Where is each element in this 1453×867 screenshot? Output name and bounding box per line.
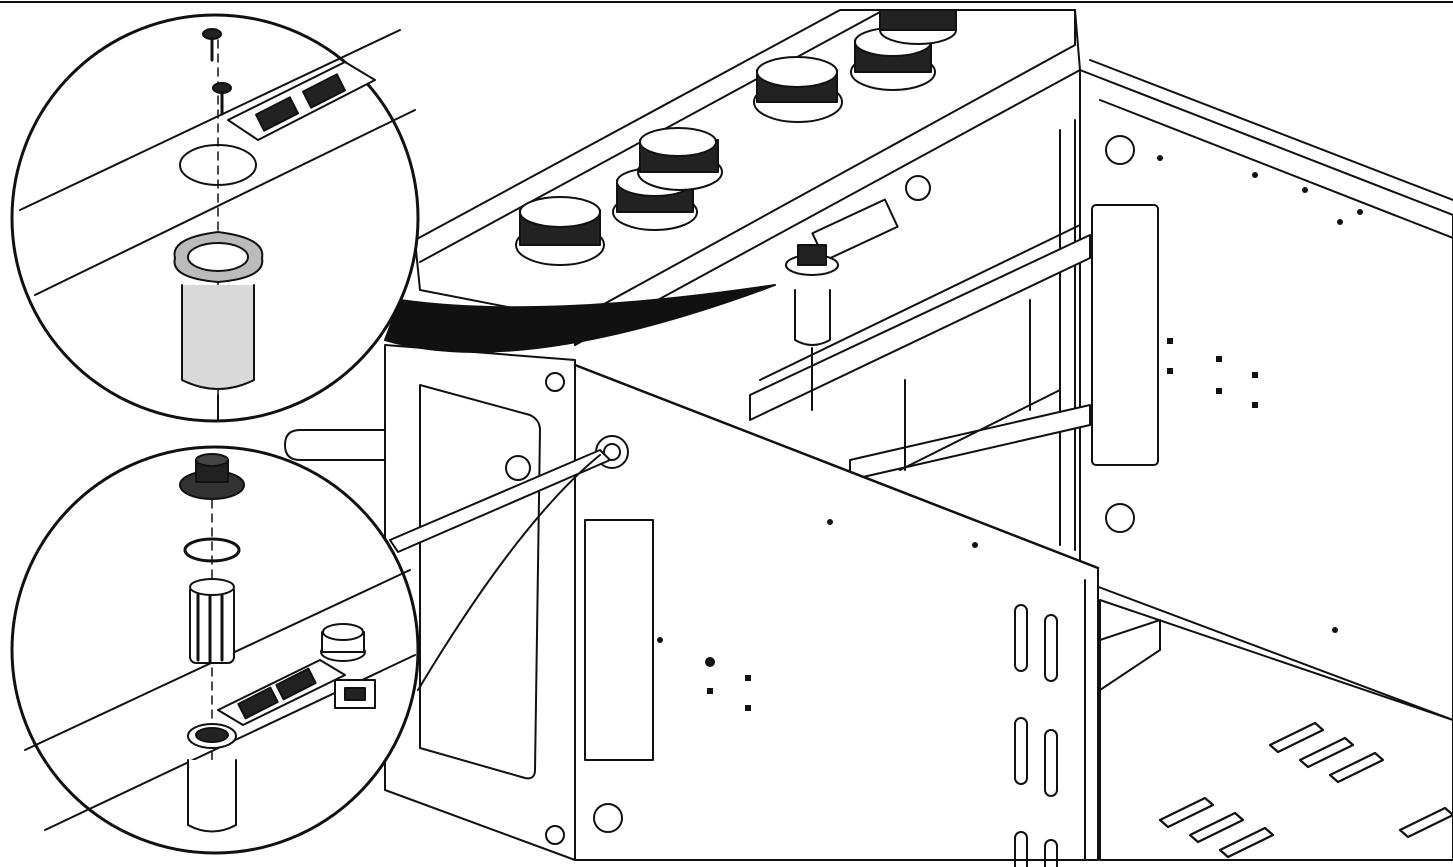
callout-leader-lower xyxy=(389,449,611,553)
ignition-module xyxy=(189,578,235,664)
bracket-terminal-block xyxy=(217,659,346,726)
right-wall-hole-2 xyxy=(1105,503,1135,533)
bracket-knob xyxy=(320,623,366,662)
screw-2 xyxy=(212,82,232,116)
right-wall-rivets xyxy=(1157,155,1363,633)
detail-callout-bottom xyxy=(10,445,420,855)
igniter-mount-hole-inner xyxy=(603,443,621,461)
plate-edge-top xyxy=(19,29,401,211)
right-wall-hole xyxy=(1105,135,1135,165)
left-panel-hole xyxy=(505,455,531,481)
screw-1 xyxy=(202,28,222,62)
bottom-notch xyxy=(1099,619,1161,691)
bottom-vents xyxy=(1158,721,1453,859)
knob-1 xyxy=(515,196,605,266)
left-panel-cutout xyxy=(419,384,541,780)
rail-line-2 xyxy=(899,389,1061,471)
door-slots xyxy=(1014,604,1058,867)
rail-upper xyxy=(749,234,1091,421)
terminal-block-top xyxy=(227,61,376,141)
detail-callout-top xyxy=(10,13,420,423)
knob-6 xyxy=(879,9,957,45)
callout-circle-top xyxy=(10,13,420,423)
grill-cabinet xyxy=(284,9,1453,867)
door-bracket-cutout xyxy=(584,519,654,761)
panel-igniter-assembly xyxy=(785,175,931,411)
callout-arrow-upper xyxy=(384,284,776,353)
door-rivets xyxy=(657,519,978,711)
door-top-edge xyxy=(573,363,1100,570)
door-lower-hole xyxy=(593,803,623,833)
bracket-clip xyxy=(334,679,376,709)
right-wall-vent-panel xyxy=(1091,204,1159,466)
rail-lower xyxy=(849,404,1091,481)
push-button-cap xyxy=(179,453,245,500)
knob-4 xyxy=(753,56,843,123)
control-knobs xyxy=(515,9,957,266)
panel-right-edge xyxy=(1074,9,1081,71)
o-ring xyxy=(183,537,241,563)
igniter-wire xyxy=(417,454,601,691)
left-panel-bolt xyxy=(545,372,565,392)
mounted-igniter-sleeve xyxy=(187,723,237,833)
side-handle xyxy=(284,429,386,461)
right-wall-top-rail-2 xyxy=(1099,99,1453,239)
left-panel-bolt-2 xyxy=(545,825,565,845)
control-panel-surface xyxy=(414,9,1076,321)
rail-line xyxy=(759,224,1081,381)
sleeve-bushing xyxy=(173,231,264,421)
bottom-panel xyxy=(1099,599,1453,861)
plate-edge-bottom xyxy=(34,109,416,296)
knob-3 xyxy=(637,127,723,191)
right-wall-top-rail xyxy=(1089,59,1453,201)
